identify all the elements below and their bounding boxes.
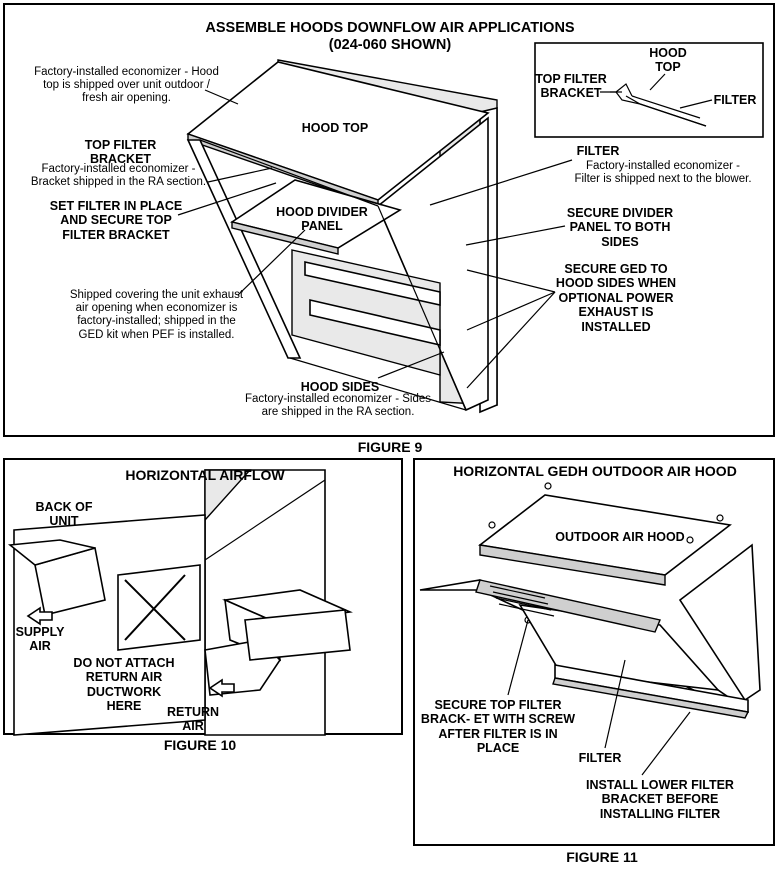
figure-9-frame — [3, 3, 775, 437]
figure-11-caption: FIGURE 11 — [566, 849, 638, 865]
hood-top-note: Factory-installed economizer - Hood top … — [34, 66, 219, 105]
secure-divider-label: SECURE DIVIDER PANEL TO BOTH SIDES — [566, 206, 674, 249]
figure-10-title: HORIZONTAL AIRFLOW — [125, 467, 285, 483]
top-filter-bracket-note: Factory-installed economizer - Bracket s… — [30, 163, 207, 189]
inset-hood-top-label: HOOD TOP — [649, 46, 687, 75]
figure-11-frame — [413, 458, 775, 846]
hood-sides-note: Factory-installed economizer - Sides are… — [245, 393, 431, 419]
back-of-unit-label: BACK OF UNIT — [35, 500, 93, 529]
figure-10-frame — [3, 458, 403, 735]
figure-10-caption: FIGURE 10 — [163, 737, 237, 753]
outdoor-air-hood-label: OUTDOOR AIR HOOD — [555, 530, 685, 544]
hood-divider-label: HOOD DIVIDER PANEL — [276, 205, 368, 234]
inset-box — [534, 42, 764, 138]
filter-note: Factory-installed economizer - Filter is… — [574, 160, 752, 186]
figure-11-title: HORIZONTAL GEDH OUTDOOR AIR HOOD — [453, 463, 737, 479]
filter-label: FILTER — [576, 144, 620, 158]
supply-air-label: SUPPLY AIR — [15, 625, 65, 654]
figure-9-title: ASSEMBLE HOODS DOWNFLOW AIR APPLICATIONS — [205, 20, 575, 36]
inset-filter-label: FILTER — [713, 93, 757, 107]
return-air-label: RETURN AIR — [166, 705, 220, 734]
inset-top-filter-bracket-label: TOP FILTER BRACKET — [535, 72, 607, 101]
figure-9-subtitle: (024-060 SHOWN) — [328, 37, 452, 53]
hood-sides-label: HOOD SIDES — [300, 380, 380, 394]
secure-ged-label: SECURE GED TO HOOD SIDES WHEN OPTIONAL P… — [555, 262, 677, 334]
filter-label-fig11: FILTER — [578, 751, 622, 765]
install-lower-label: INSTALL LOWER FILTER BRACKET BEFORE INST… — [586, 778, 734, 821]
figure-9-caption: FIGURE 9 — [357, 439, 423, 455]
ged-note: Shipped covering the unit exhaust air op… — [69, 289, 244, 341]
set-filter-label: SET FILTER IN PLACE AND SECURE TOP FILTE… — [49, 199, 183, 242]
top-filter-bracket-label: TOP FILTER BRACKET — [84, 138, 157, 167]
secure-top-bracket-label: SECURE TOP FILTER BRACK- ET WITH SCREW A… — [420, 698, 576, 756]
do-not-attach-label: DO NOT ATTACH RETURN AIR DUCTWORK HERE — [73, 656, 175, 714]
hood-top-label: HOOD TOP — [301, 121, 369, 135]
